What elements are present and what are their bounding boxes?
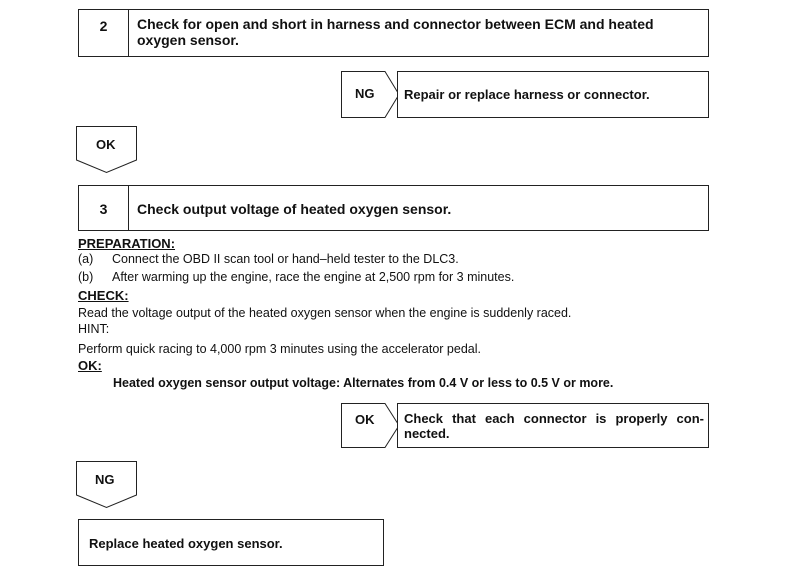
check-connector-box: Check that each connector is properly co… bbox=[397, 403, 709, 448]
ng-label: NG bbox=[355, 86, 375, 101]
replace-sensor-text: Replace heated oxygen sensor. bbox=[89, 536, 283, 551]
ng-tag-shape bbox=[76, 461, 137, 509]
ok-arrow-shape bbox=[341, 403, 400, 448]
step-3-number: 3 bbox=[79, 186, 129, 230]
prep-item-a-text: Connect the OBD II scan tool or hand–hel… bbox=[112, 252, 459, 266]
ok-tag-label: OK bbox=[96, 137, 116, 152]
step-3-title: Check output voltage of heated oxygen se… bbox=[137, 201, 452, 217]
check-text: Read the voltage output of the heated ox… bbox=[78, 306, 572, 320]
step-2-number: 2 bbox=[79, 10, 129, 56]
prep-item-a: (a) Connect the OBD II scan tool or hand–… bbox=[78, 252, 459, 267]
preparation-heading: PREPARATION: bbox=[78, 236, 176, 251]
prep-item-b-text: After warming up the engine, race the en… bbox=[112, 270, 515, 284]
replace-sensor-box: Replace heated oxygen sensor. bbox=[78, 519, 384, 566]
check-heading: CHECK: bbox=[78, 288, 129, 303]
ok-spec-heading: OK: bbox=[78, 358, 102, 373]
ok-tag-shape bbox=[76, 126, 137, 174]
step-2-box: 2 Check for open and short in harness an… bbox=[78, 9, 709, 57]
ng-tag-label: NG bbox=[95, 472, 115, 487]
check-connector-text: Check that each connector is properly co… bbox=[404, 411, 704, 441]
step-3-box: 3 Check output voltage of heated oxygen … bbox=[78, 185, 709, 231]
step-2-title: Check for open and short in harness and … bbox=[137, 16, 654, 48]
prep-item-b: (b) After warming up the engine, race the… bbox=[78, 270, 514, 285]
ok-arrow-label: OK bbox=[355, 412, 375, 427]
repair-harness-text: Repair or replace harness or connector. bbox=[404, 87, 650, 102]
ng-arrow-shape bbox=[341, 71, 400, 118]
hint-heading: HINT: bbox=[78, 322, 110, 336]
prep-item-a-marker: (a) bbox=[78, 252, 94, 266]
ok-spec-text: Heated oxygen sensor output voltage: Alt… bbox=[113, 376, 614, 390]
repair-harness-box: Repair or replace harness or connector. bbox=[397, 71, 709, 118]
hint-text: Perform quick racing to 4,000 rpm 3 minu… bbox=[78, 342, 481, 356]
prep-item-b-marker: (b) bbox=[78, 270, 94, 284]
